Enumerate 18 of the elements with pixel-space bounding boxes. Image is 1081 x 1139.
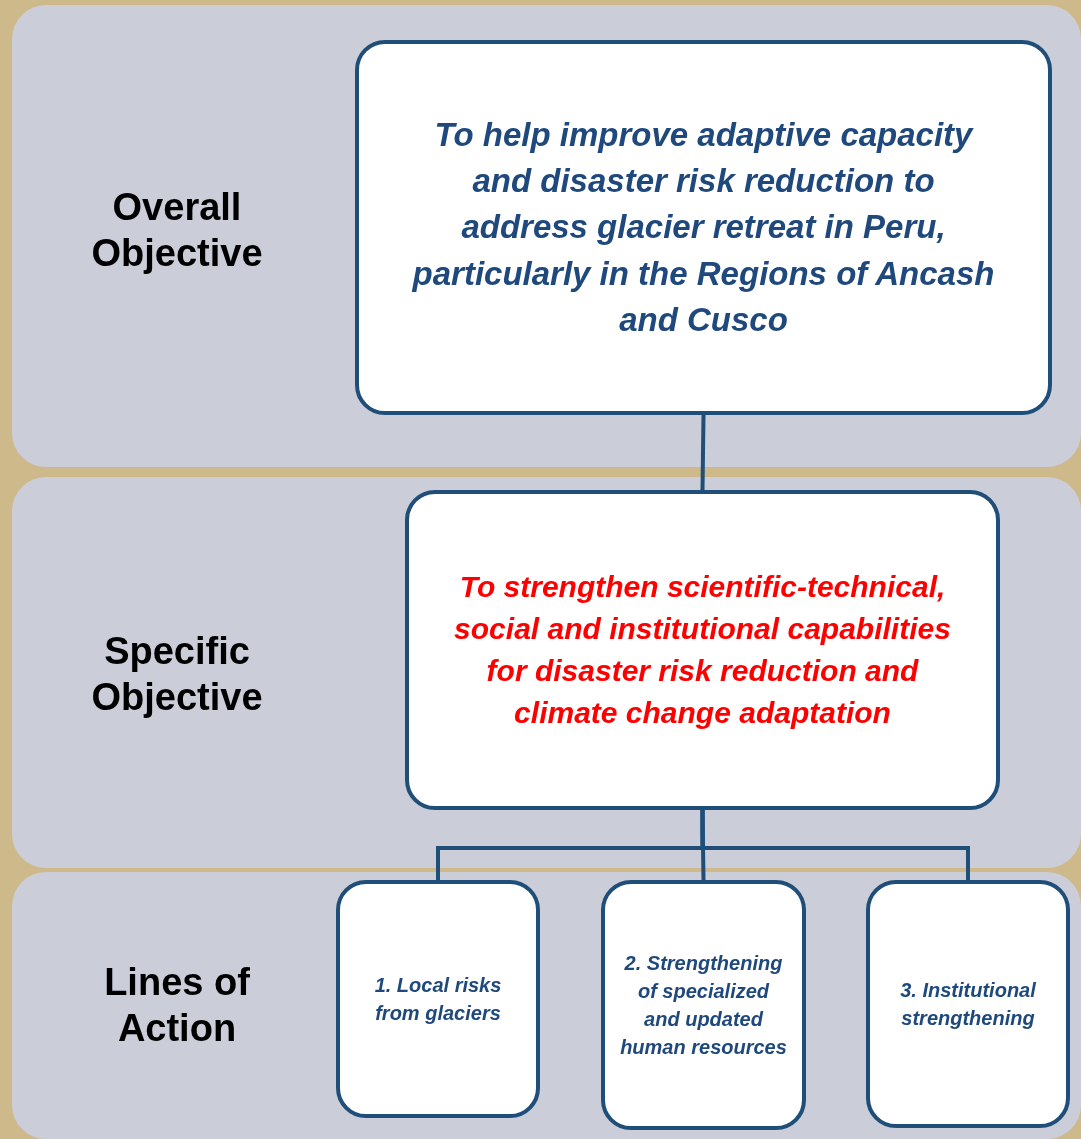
objective-text: To strengthen scientific-technical, social and institutional capabilities for disaster risk reduction and climate change adaptation [453,569,952,731]
objective-box [405,490,1000,810]
objective-box [601,880,806,1130]
band-panel [12,477,1081,868]
band-panel [12,5,1081,467]
row-label: Lines of Action [103,960,251,1051]
objective-text: 1. Local risks from glaciers [373,973,503,1026]
connector-line [700,810,970,880]
objective-text: To help improve adaptive capacity and disaster risk reduction to address glacier retreat in Peru, particularly in the Regions of Ancash and Cusco [411,115,996,340]
connector-line [700,414,706,491]
objective-text: 2. Strengthening of specialized and updated human resources [619,951,788,1060]
objective-box [355,40,1052,415]
objective-box [336,880,540,1118]
band-panel [12,872,1081,1139]
row-label: Specific Objective [90,629,264,720]
objective-text: 3. Institutional strengthening [899,978,1037,1031]
objective-box [866,880,1070,1128]
row-label: Overall Objective [90,185,264,276]
